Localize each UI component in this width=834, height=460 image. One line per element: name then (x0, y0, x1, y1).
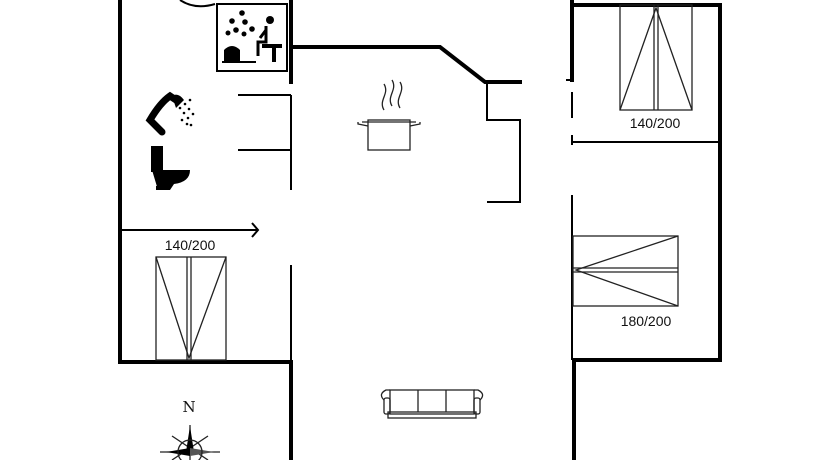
partitions (120, 3, 720, 362)
door-swing (179, 0, 216, 8)
walls (118, 0, 722, 460)
north-label: N (182, 398, 195, 416)
cooking-pot-icon (357, 79, 421, 151)
bed-size-label: 180/200 (621, 313, 672, 329)
sauna-icon (222, 10, 282, 63)
sauna-cabin (216, 3, 288, 72)
bed-left (155, 256, 227, 361)
sofa-icon (380, 389, 484, 419)
bed-bottom-right (572, 235, 679, 307)
bed-size-label: 140/200 (165, 237, 216, 253)
compass-rose-icon (160, 425, 220, 460)
shower-icon (145, 91, 195, 136)
toilet-icon (151, 146, 190, 190)
bed-top-right (619, 4, 693, 111)
bed-size-label: 140/200 (630, 115, 681, 131)
